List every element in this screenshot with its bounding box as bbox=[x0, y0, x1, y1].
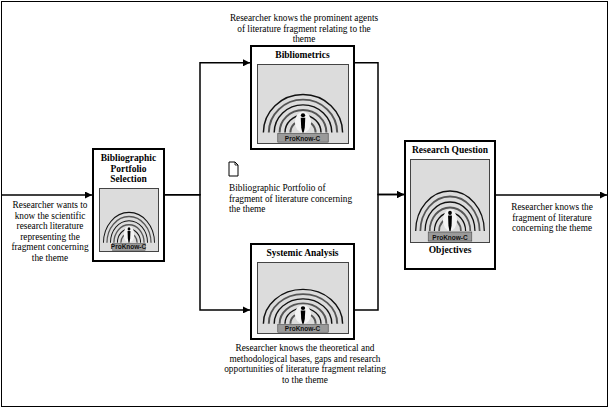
arch-line bbox=[268, 294, 336, 324]
arch-line bbox=[274, 298, 332, 323]
logo-text: ProKnow-C bbox=[258, 325, 348, 332]
arch-line bbox=[279, 110, 326, 133]
proknow-logo: ProKnow-C bbox=[257, 64, 349, 144]
arch-line bbox=[103, 212, 154, 242]
arch-line bbox=[420, 196, 479, 231]
flow-arrow bbox=[165, 63, 250, 195]
box-subtitle: Objectives bbox=[429, 245, 472, 256]
logo-text: ProKnow-C bbox=[258, 135, 348, 142]
annotation-text: Researcher wants to know the scientific … bbox=[6, 200, 94, 264]
glow bbox=[443, 209, 457, 231]
proknow-logo: ProKnow-C bbox=[99, 188, 159, 252]
annotation-text: Researcher knows the theoretical and met… bbox=[222, 343, 388, 385]
glow bbox=[294, 305, 310, 324]
illustration-bg bbox=[411, 160, 489, 242]
arch-line bbox=[425, 201, 475, 230]
process-box: BibliometricsProKnow-C bbox=[250, 45, 355, 150]
process-box: Research QuestionProKnow-C Objectives bbox=[404, 140, 496, 270]
illustration-bg bbox=[100, 189, 158, 251]
box-title: Research Question bbox=[412, 145, 488, 156]
proknow-illustration bbox=[100, 189, 158, 251]
box-title: Bibliometrics bbox=[275, 50, 329, 61]
arch-line bbox=[274, 104, 332, 132]
figure-body bbox=[300, 117, 305, 132]
illustration-bg bbox=[258, 263, 348, 333]
arch-line bbox=[110, 220, 147, 242]
logo-text: ProKnow-C bbox=[411, 234, 489, 241]
figure-body bbox=[300, 310, 305, 323]
arch-line bbox=[268, 99, 336, 132]
glow bbox=[294, 111, 310, 132]
figure-head bbox=[448, 210, 452, 214]
arch-line bbox=[434, 212, 465, 230]
output-arrow bbox=[496, 194, 607, 196]
arch-line bbox=[113, 224, 143, 242]
arch-line bbox=[263, 94, 342, 132]
flow-arrow bbox=[355, 63, 404, 195]
proknow-illustration bbox=[258, 65, 348, 143]
figure-head bbox=[300, 306, 304, 310]
document-icon bbox=[229, 162, 238, 176]
figure-head bbox=[300, 113, 304, 117]
illustration-bg bbox=[258, 65, 348, 143]
proknow-logo: ProKnow-C bbox=[257, 262, 349, 334]
glow bbox=[123, 226, 133, 243]
flow-arrow bbox=[355, 195, 404, 310]
proknow-logo: ProKnow-C bbox=[410, 159, 490, 243]
arch-line bbox=[263, 289, 342, 323]
annotation-text: Bibliographic Portfolio of fragment of l… bbox=[229, 183, 361, 215]
box-title: Systemic Analysis bbox=[266, 248, 338, 259]
process-box: Bibliographic Portfolio SelectionProKnow… bbox=[92, 148, 165, 262]
annotation-text: Researcher knows the fragment of literat… bbox=[503, 202, 601, 234]
arch-line bbox=[416, 190, 485, 230]
figure-body bbox=[448, 215, 452, 230]
proknow-illustration bbox=[411, 160, 489, 242]
input-arrow bbox=[2, 194, 92, 196]
proknow-illustration bbox=[258, 263, 348, 333]
process-box: Systemic AnalysisProKnow-C bbox=[250, 243, 355, 340]
arch-line bbox=[106, 216, 150, 242]
figure-body bbox=[127, 231, 130, 243]
box-title: Bibliographic Portfolio Selection bbox=[96, 153, 161, 185]
figure-head bbox=[127, 227, 130, 230]
arch-line bbox=[285, 308, 321, 324]
arch-line bbox=[430, 207, 471, 231]
arch-line bbox=[279, 303, 326, 323]
logo-text: ProKnow-C bbox=[100, 243, 158, 250]
annotation-text: Researcher knows the prominent agents of… bbox=[228, 13, 380, 45]
